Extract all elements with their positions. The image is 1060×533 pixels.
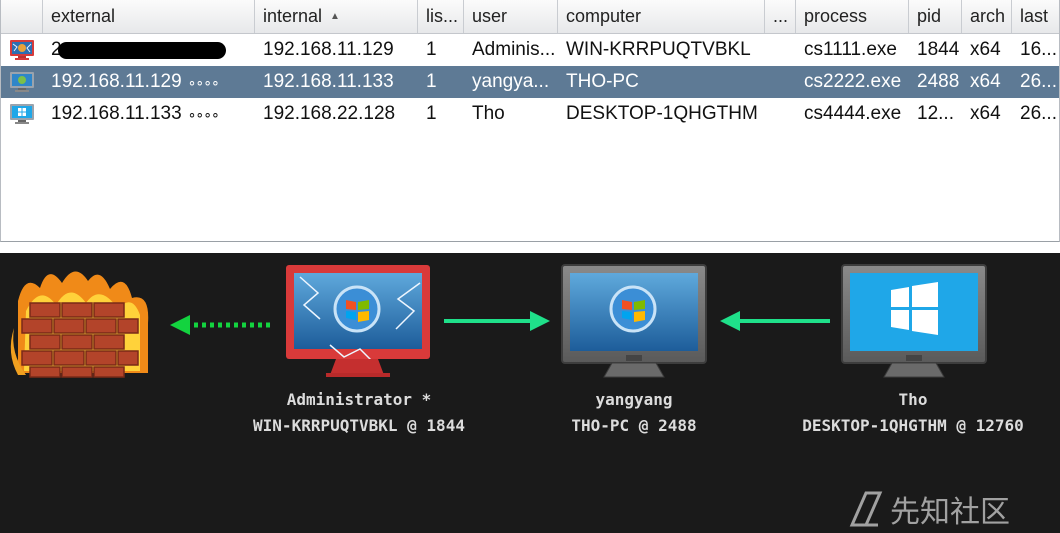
windows7-monitor-icon — [1, 66, 43, 98]
table-row[interactable]: 192.168.11.133 ∘∘∘∘ 192.168.22.128 1 Tho… — [1, 98, 1059, 130]
cell-arch: x64 — [970, 103, 1001, 124]
node-user: Administrator * — [286, 390, 432, 409]
node-user: yangyang — [595, 390, 673, 409]
node-host: DESKTOP-1QHGTHM @ 12760 — [802, 416, 1024, 435]
cell-note — [765, 66, 796, 98]
header-pid[interactable]: pid — [909, 0, 962, 33]
header-arch[interactable]: arch — [962, 0, 1012, 33]
header-computer[interactable]: computer — [558, 0, 765, 33]
table-row-selected[interactable]: 192.168.11.129 ∘∘∘∘ 192.168.11.133 1 yan… — [1, 66, 1059, 98]
windows10-host-icon — [841, 264, 987, 378]
sort-ascending-icon: ▲ — [330, 11, 340, 22]
windows10-monitor-icon — [1, 98, 43, 130]
link-arrow — [444, 311, 550, 331]
watermark: 先知社区 — [848, 487, 1010, 531]
cell-listener: 1 — [426, 71, 437, 92]
header-note[interactable]: ... — [765, 0, 796, 33]
link-arrow — [720, 311, 830, 331]
cell-user: Adminis... — [472, 39, 556, 60]
cell-computer: DESKTOP-1QHGTHM — [566, 103, 758, 124]
firewall-icon — [10, 271, 149, 378]
cell-process: cs4444.exe — [804, 103, 902, 124]
node-label-administrator: Administrator * WIN-KRRPUQTVBKL @ 1844 — [214, 387, 504, 439]
cell-last: 26... — [1020, 71, 1057, 92]
session-table: external internal ▲ lis... user computer… — [0, 0, 1060, 242]
cell-internal: 192.168.11.133 — [263, 71, 394, 92]
cell-external: 192.168.11.129 ∘∘∘∘ — [43, 66, 255, 98]
watermark-text: 先知社区 — [890, 495, 1010, 530]
cell-computer: THO-PC — [566, 71, 639, 92]
header-process[interactable]: process — [796, 0, 909, 33]
cell-external-text: 192.168.11.133 — [51, 103, 182, 124]
cell-pid: 2488 — [917, 71, 960, 92]
node-label-yangyang: yangyang THO-PC @ 2488 — [524, 387, 744, 439]
header-internal-label: internal — [263, 6, 323, 26]
table-row[interactable]: 2 192.168.11.129 1 Adminis... WIN-KRRPUQ… — [1, 34, 1059, 66]
cell-user: yangya... — [472, 71, 550, 92]
cell-process: cs2222.exe — [804, 71, 902, 92]
red-compromised-monitor-icon — [1, 34, 43, 66]
watermark-logo-icon — [849, 491, 883, 527]
windows7-host-icon — [561, 264, 707, 378]
cell-internal: 192.168.11.129 — [263, 39, 394, 60]
compromised-host-icon — [286, 265, 430, 377]
redaction-bar — [57, 41, 226, 59]
cell-pid: 12... — [917, 103, 954, 124]
cell-user: Tho — [472, 103, 505, 124]
node-label-tho: Tho DESKTOP-1QHGTHM @ 12760 — [768, 387, 1058, 439]
node-user: Tho — [898, 390, 928, 409]
header-external[interactable]: external — [43, 0, 255, 33]
cell-external-text: 2 — [51, 39, 62, 60]
cell-pid: 1844 — [917, 39, 960, 60]
node-host: THO-PC @ 2488 — [571, 416, 697, 435]
cell-note — [765, 98, 796, 130]
header-icon-column[interactable] — [1, 0, 43, 33]
header-user[interactable]: user — [464, 0, 558, 33]
cell-last: 26... — [1020, 103, 1057, 124]
cell-arch: x64 — [970, 39, 1001, 60]
table-header: external internal ▲ lis... user computer… — [1, 0, 1059, 34]
header-listener[interactable]: lis... — [418, 0, 464, 33]
pivot-graph: Administrator * WIN-KRRPUQTVBKL @ 1844 y… — [0, 253, 1060, 533]
cell-listener: 1 — [426, 103, 437, 124]
cell-computer: WIN-KRRPUQTVBKL — [566, 39, 751, 60]
node-host: WIN-KRRPUQTVBKL @ 1844 — [253, 416, 465, 435]
cell-internal: 192.168.22.128 — [263, 103, 396, 124]
cell-arch: x64 — [970, 71, 1001, 92]
cell-external: 192.168.11.133 ∘∘∘∘ — [43, 98, 255, 130]
cell-external: 2 — [43, 34, 255, 66]
cell-process: cs1111.exe — [804, 39, 897, 60]
cell-last: 16... — [1020, 39, 1057, 60]
header-last[interactable]: last — [1020, 6, 1049, 26]
cell-note — [765, 34, 796, 66]
pivot-link-icon: ∘∘∘∘ — [187, 105, 220, 122]
cell-external-text: 192.168.11.129 — [51, 71, 182, 92]
cell-listener: 1 — [426, 39, 437, 60]
pivot-link-icon: ∘∘∘∘ — [187, 73, 220, 90]
header-internal[interactable]: internal ▲ — [255, 0, 418, 33]
egress-arrow — [170, 315, 270, 335]
